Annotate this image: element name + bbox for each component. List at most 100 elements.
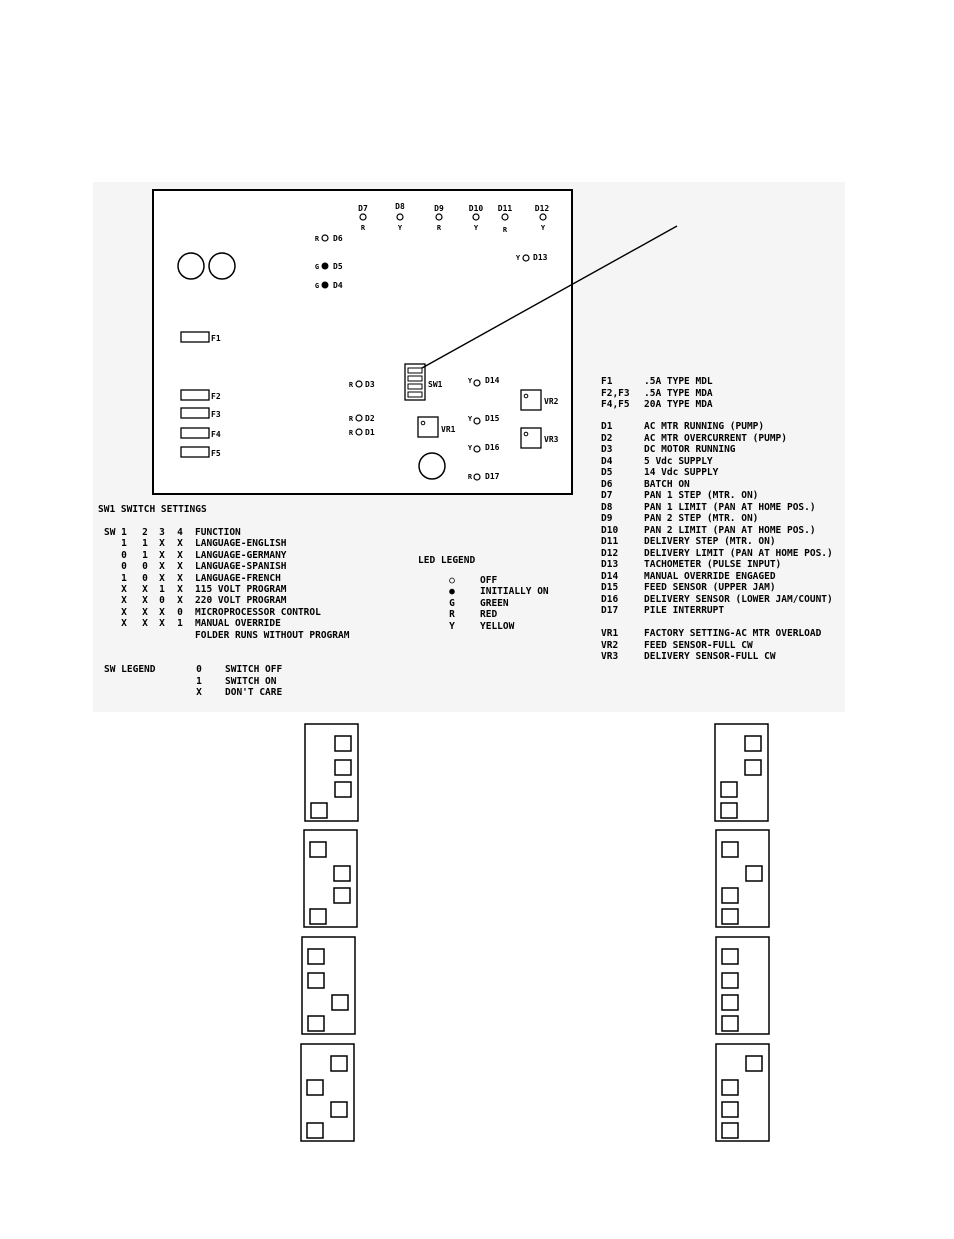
led-d9-label: D9 (434, 204, 444, 213)
switch-toggle-1 (744, 735, 762, 752)
legend-code: D10 (601, 525, 618, 536)
switch-toggle-3 (330, 1101, 348, 1118)
led-legend-symbol: Y (449, 621, 455, 632)
pot-vr3-label: VR3 (544, 435, 559, 444)
sw-settings-header-sw: SW (104, 527, 116, 538)
sw-legend-symbol: 0 (196, 664, 202, 675)
led-d13-color: Y (516, 254, 521, 262)
sw-setting-value: X (159, 573, 165, 584)
led-d17-color: R (468, 473, 473, 481)
pot-vr2 (520, 389, 542, 411)
sw1-slot-3 (407, 383, 423, 390)
sw-setting-function: MANUAL OVERRIDE (195, 618, 281, 629)
switch-toggle-4 (721, 908, 739, 925)
sw-setting-value: X (121, 607, 127, 618)
legend-code: VR1 (601, 628, 618, 639)
legend-desc: DELIVERY LIMIT (PAN AT HOME POS.) (644, 548, 833, 559)
pot-vr1-label: VR1 (441, 425, 456, 434)
led-d1-label: D1 (365, 428, 375, 437)
led-d11-indicator (501, 213, 509, 221)
legend-code: D2 (601, 433, 612, 444)
potentiometers: VR1 VR2 VR3 (417, 389, 559, 449)
sw-setting-value: 0 (159, 595, 165, 606)
pot-vr2-label: VR2 (544, 397, 559, 406)
led-d7: D7 R (358, 204, 368, 232)
fuse-f1 (180, 331, 210, 343)
legend-desc: TACHOMETER (PULSE INPUT) (644, 559, 781, 570)
legend-desc: PAN 2 STEP (MTR. ON) (644, 513, 758, 524)
legend-desc: AC MTR OVERCURRENT (PUMP) (644, 433, 787, 444)
sw1-label: SW1 (428, 380, 443, 389)
legend-desc: DELIVERY SENSOR-FULL CW (644, 651, 776, 662)
led-d8-color: Y (398, 224, 403, 232)
led-d7-label: D7 (358, 204, 368, 213)
led-d8-label: D8 (395, 202, 405, 211)
led-d12-color: Y (541, 224, 546, 232)
legend-desc: FEED SENSOR-FULL CW (644, 640, 753, 651)
led-d1-indicator (355, 428, 363, 436)
sw-setting-value: X (177, 584, 183, 595)
legend-code: D3 (601, 444, 613, 455)
led-d16-label: D16 (485, 443, 500, 452)
switch-toggle-2 (744, 759, 762, 776)
led-d12-indicator (539, 213, 547, 221)
fuse-f4 (180, 427, 210, 439)
led-d7-color: R (361, 224, 366, 232)
led-d13-indicator (522, 254, 530, 262)
legend-code: D5 (601, 467, 613, 478)
side-leds: R D6 G D5 G D4 Y D13 R D3 R D2 R D1 Y D1… (315, 234, 548, 481)
led-d10-label: D10 (469, 204, 484, 213)
switch-diagram-4 (715, 829, 770, 928)
legend-desc: DELIVERY SENSOR (LOWER JAM/COUNT) (644, 594, 833, 605)
sw-setting-value: 1 (121, 538, 127, 549)
led-d3-label: D3 (365, 380, 375, 389)
led-legend-symbol: R (449, 609, 455, 620)
sw-setting-value: X (159, 550, 165, 561)
led-legend-text: YELLOW (480, 621, 515, 632)
sw-setting-value: X (177, 573, 183, 584)
switch-toggle-3 (721, 1101, 739, 1118)
sw-setting-value: X (159, 561, 165, 572)
sw-setting-value: 1 (159, 584, 165, 595)
sw-settings-title: SW1 SWITCH SETTINGS (98, 504, 207, 515)
sw-settings-row: X X 0 X 220 VOLT PROGRAM (121, 595, 287, 606)
sw-setting-value: X (142, 584, 148, 595)
legend-code: D1 (601, 421, 613, 432)
sw1-slot-2 (407, 375, 423, 382)
sw-settings-header-function: FUNCTION (195, 527, 241, 538)
switch-toggle-1 (309, 841, 327, 858)
sw-setting-value: 0 (121, 561, 127, 572)
sw-settings-row: X X X 0 MICROPROCESSOR CONTROL (121, 607, 321, 618)
switch-toggle-4 (721, 1015, 739, 1032)
sw-setting-function: MICROPROCESSOR CONTROL (195, 607, 321, 618)
switch-toggle-4 (310, 802, 328, 819)
legend-code: D16 (601, 594, 618, 605)
fuse-f1-label: F1 (211, 334, 221, 343)
led-d11-label: D11 (498, 204, 513, 213)
switch-diagram-7 (300, 1043, 355, 1142)
switch-toggle-3 (333, 887, 351, 904)
sw-setting-value: X (142, 607, 148, 618)
fuses: F1 F2 F3 F4 F5 (180, 331, 221, 458)
legend-code: D4 (601, 456, 613, 467)
top-led-row: D7 R D8 Y D9 R D10 Y D11 R D12 Y (358, 202, 549, 234)
switch-position-diagrams (300, 723, 770, 1142)
led-d8-indicator (396, 213, 404, 221)
switch-toggle-3 (720, 781, 738, 798)
switch-toggle-4 (309, 908, 327, 925)
pot-vr1 (417, 416, 439, 438)
sw-settings-row: 0 1 X X LANGUAGE-GERMANY (121, 550, 287, 561)
led-d2-indicator (355, 414, 363, 422)
led-d9-color: R (437, 224, 442, 232)
sw-setting-function: LANGUAGE-FRENCH (195, 573, 281, 584)
legend-desc: PAN 1 STEP (MTR. ON) (644, 490, 758, 501)
legend-desc: PILE INTERRUPT (644, 605, 724, 616)
sw-settings-row: 1 0 X X LANGUAGE-FRENCH (121, 573, 281, 584)
led-d17-indicator (473, 473, 481, 481)
switch-diagram-2 (714, 723, 769, 822)
sw-setting-value: X (177, 538, 183, 549)
switch-toggle-1 (745, 1055, 763, 1072)
legend-desc: BATCH ON (644, 479, 690, 490)
fuse-f3 (180, 407, 210, 419)
